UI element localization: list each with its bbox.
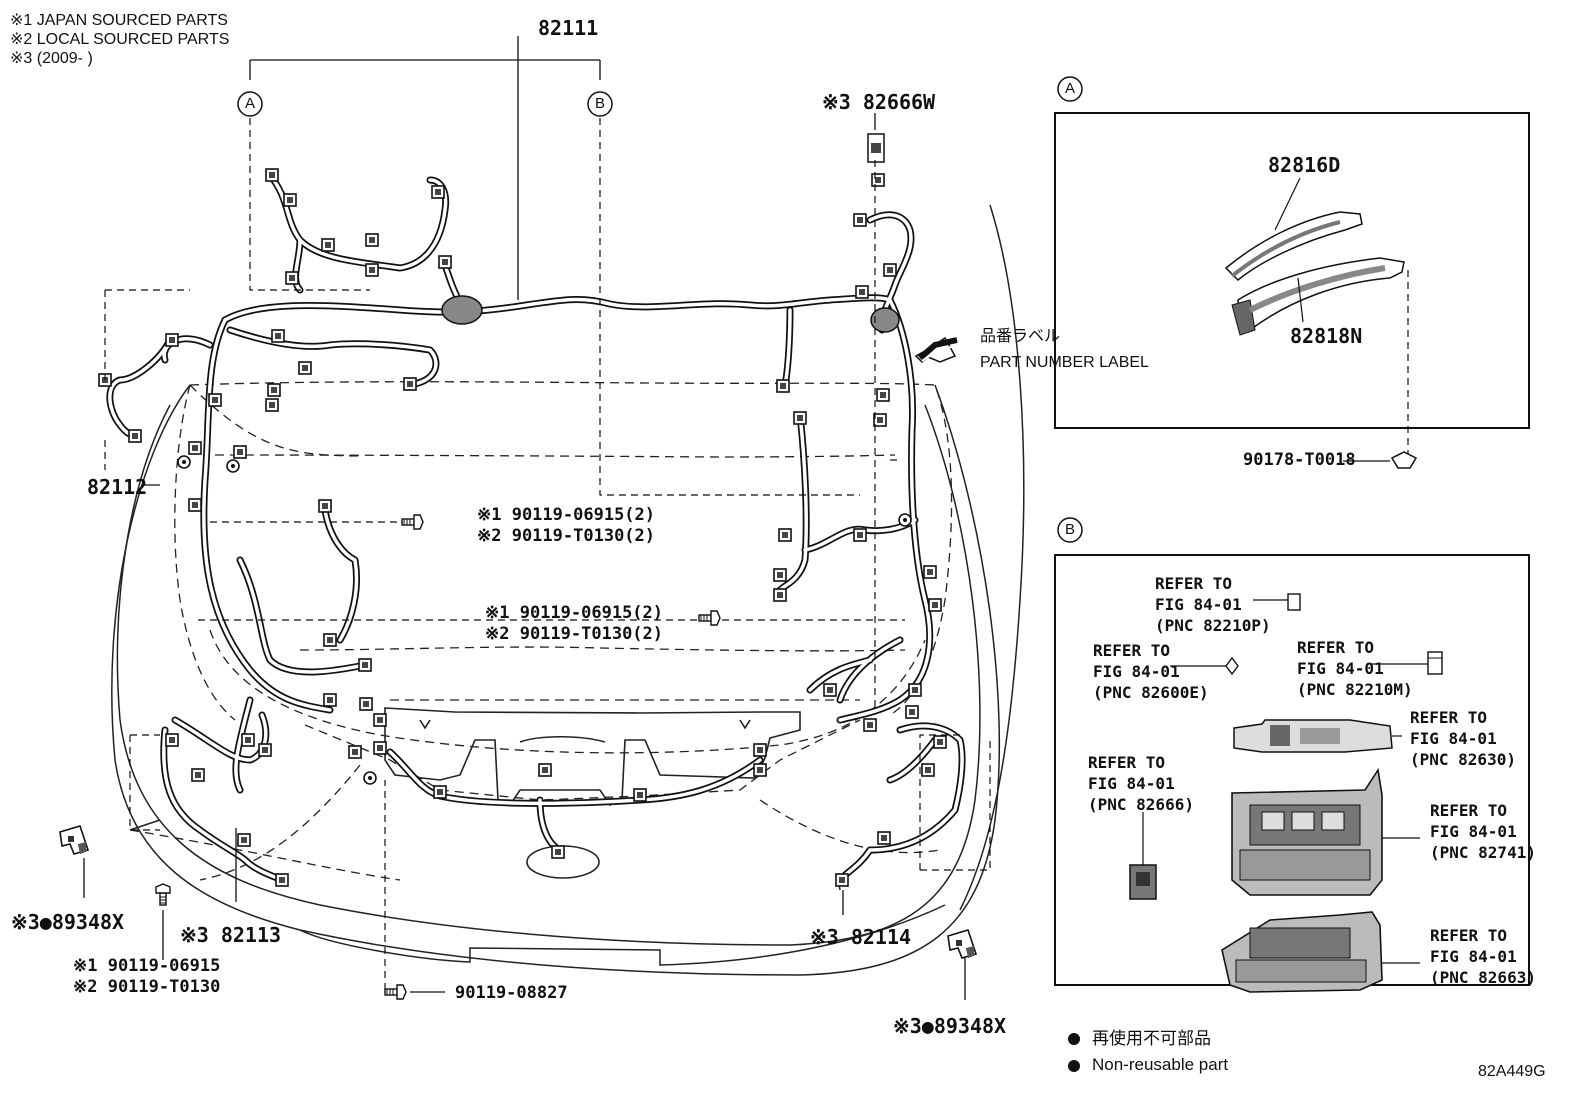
main-harness bbox=[106, 171, 966, 884]
note-japan-sourced: ※1 JAPAN SOURCED PARTS bbox=[10, 12, 228, 29]
detail-box-a bbox=[1054, 112, 1530, 469]
part-number-label-arrow bbox=[914, 336, 961, 364]
part-90119-08827: 90119-08827 bbox=[455, 983, 568, 1003]
legend-bullets bbox=[1068, 1033, 1080, 1072]
detail-box-b bbox=[1054, 554, 1530, 993]
legend-non-reusable-en: Non-reusable part bbox=[1092, 1055, 1229, 1074]
part-82666w: ※3 82666W bbox=[822, 90, 936, 114]
connector-82666w bbox=[867, 133, 885, 163]
bolt-right-local: ※2 90119-T0130(2) bbox=[485, 624, 664, 644]
part-number-label-jp: 品番ラベル bbox=[980, 328, 1061, 345]
bolt-mid-local: ※2 90119-T0130(2) bbox=[477, 526, 656, 546]
refer-pnc-82666: REFER TO FIG 84-01 (PNC 82666) bbox=[1088, 753, 1194, 814]
figure-id: 82A449G bbox=[1478, 1063, 1546, 1080]
part-89348x-right: ※3●89348X bbox=[893, 1014, 1007, 1038]
refer-pnc-82741: REFER TO FIG 84-01 (PNC 82741) bbox=[1430, 801, 1536, 862]
callout-b-top: B bbox=[595, 95, 606, 112]
leader-lines bbox=[83, 36, 966, 1000]
callout-a-detail: A bbox=[1065, 80, 1076, 97]
callout-b-detail: B bbox=[1065, 521, 1076, 538]
refer-pnc-82663: REFER TO FIG 84-01 (PNC 82663) bbox=[1430, 926, 1536, 987]
part-82112: 82112 bbox=[87, 475, 148, 499]
bolt-right-japan: ※1 90119-06915(2) bbox=[485, 603, 664, 623]
bracket-89348x-left bbox=[59, 825, 89, 855]
part-82818n: 82818N bbox=[1290, 324, 1363, 348]
bracket-89348x-right bbox=[947, 929, 977, 959]
note-year-range: ※3 (2009- ) bbox=[10, 50, 93, 67]
part-82816d: 82816D bbox=[1268, 153, 1341, 177]
dashed-leader-lines bbox=[104, 118, 1409, 990]
legend-non-reusable-jp: 再使用不可部品 bbox=[1092, 1029, 1211, 1048]
refer-pnc-82600e: REFER TO FIG 84-01 (PNC 82600E) bbox=[1093, 641, 1209, 702]
callout-circles bbox=[237, 76, 1083, 543]
part-number-label-en: PART NUMBER LABEL bbox=[980, 354, 1149, 371]
note-local-sourced: ※2 LOCAL SOURCED PARTS bbox=[10, 31, 230, 48]
vehicle-body-outline bbox=[111, 204, 1025, 976]
part-82111: 82111 bbox=[538, 16, 599, 40]
bolt-vertical bbox=[155, 883, 171, 906]
part-82114: ※3 82114 bbox=[810, 925, 912, 949]
bolts bbox=[384, 514, 721, 1000]
refer-pnc-82210m: REFER TO FIG 84-01 (PNC 82210M) bbox=[1297, 638, 1413, 699]
callout-a-left: A bbox=[245, 95, 256, 112]
refer-pnc-82630: REFER TO FIG 84-01 (PNC 82630) bbox=[1410, 708, 1516, 769]
part-89348x-left: ※3●89348X bbox=[11, 910, 125, 934]
bolt-left-local: ※2 90119-T0130 bbox=[73, 977, 221, 997]
part-90178-t0018: 90178-T0018 bbox=[1243, 450, 1356, 470]
part-82113: ※3 82113 bbox=[180, 923, 282, 947]
refer-pnc-82210p: REFER TO FIG 84-01 (PNC 82210P) bbox=[1155, 574, 1271, 635]
bolt-mid-japan: ※1 90119-06915(2) bbox=[477, 505, 656, 525]
bolt-left-japan: ※1 90119-06915 bbox=[73, 956, 221, 976]
